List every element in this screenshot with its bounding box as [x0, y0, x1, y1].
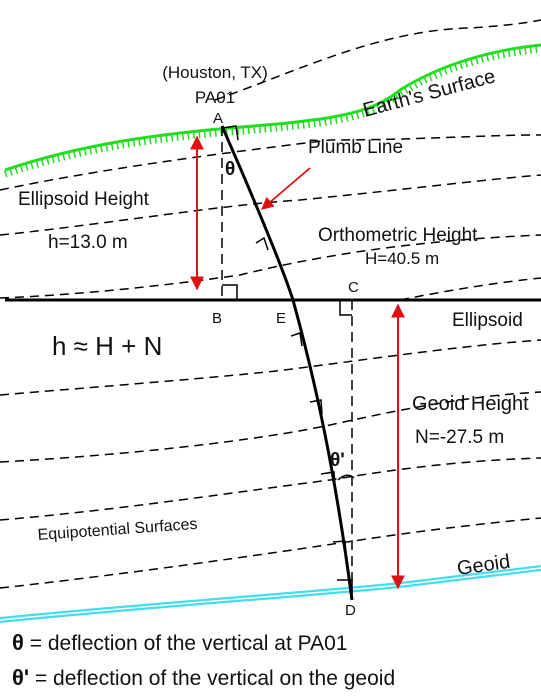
equipotential-line-5: [399, 277, 541, 301]
plumb-line-pointer-arrow: [261, 167, 311, 210]
equipotential-surfaces: [0, 19, 541, 589]
legend-theta-prime-line: θ' = deflection of the vertical on the g…: [12, 665, 395, 690]
equipotential-line-8: [0, 457, 541, 521]
location-name: (Houston, TX): [162, 63, 268, 82]
equipotential-line-6: [0, 339, 541, 396]
legend-theta-line: θ = deflection of the vertical at PA01: [12, 630, 347, 655]
equipotential-line-2: [0, 134, 541, 191]
equipotential-surfaces-label: Equipotential Surfaces: [37, 516, 198, 544]
height-formula: h ≈ H + N: [52, 331, 162, 361]
geoid-height-title: Geoid Height: [412, 393, 529, 415]
point-e-label: E: [276, 310, 286, 327]
geoid-height-value: N=-27.5 m: [415, 427, 504, 448]
legend-theta-prime-text: = deflection of the vertical on the geoi…: [29, 667, 395, 690]
equipotential-line-3: [0, 174, 541, 236]
theta-prime-arc: [337, 474, 355, 481]
theta-prime-label: θ': [330, 450, 345, 471]
equipotential-line-4: [0, 234, 541, 299]
ellipsoid-label: Ellipsoid: [452, 310, 523, 331]
geoid-surface: [0, 565, 541, 623]
ellipsoid-height-value: h=13.0 m: [48, 232, 128, 253]
orthometric-height-title: Orthometric Height: [318, 225, 478, 246]
earth-surface: [3, 43, 541, 178]
point-b-label: B: [212, 310, 222, 327]
legend: θ = deflection of the vertical at PA01 θ…: [12, 630, 395, 690]
point-d-label: D: [345, 602, 356, 619]
legend-theta-text: = deflection of the vertical at PA01: [24, 632, 348, 655]
plumb-line-label: Plumb Line: [308, 137, 403, 158]
point-a-label: A: [213, 110, 223, 127]
equipotential-line-1: [214, 19, 541, 101]
equipotential-line-9: [0, 517, 541, 589]
orthometric-height-value: H=40.5 m: [365, 249, 439, 268]
point-c-label: C: [348, 279, 359, 296]
legend-theta-symbol: θ: [12, 630, 24, 655]
plumb-line: [220, 125, 354, 601]
equipotential-line-7: [0, 391, 541, 463]
station-name: PA01: [195, 88, 235, 107]
theta-label: θ: [225, 159, 235, 180]
legend-theta-prime-symbol: θ': [12, 665, 29, 690]
ellipsoid-height-title: Ellipsoid Height: [18, 189, 150, 210]
